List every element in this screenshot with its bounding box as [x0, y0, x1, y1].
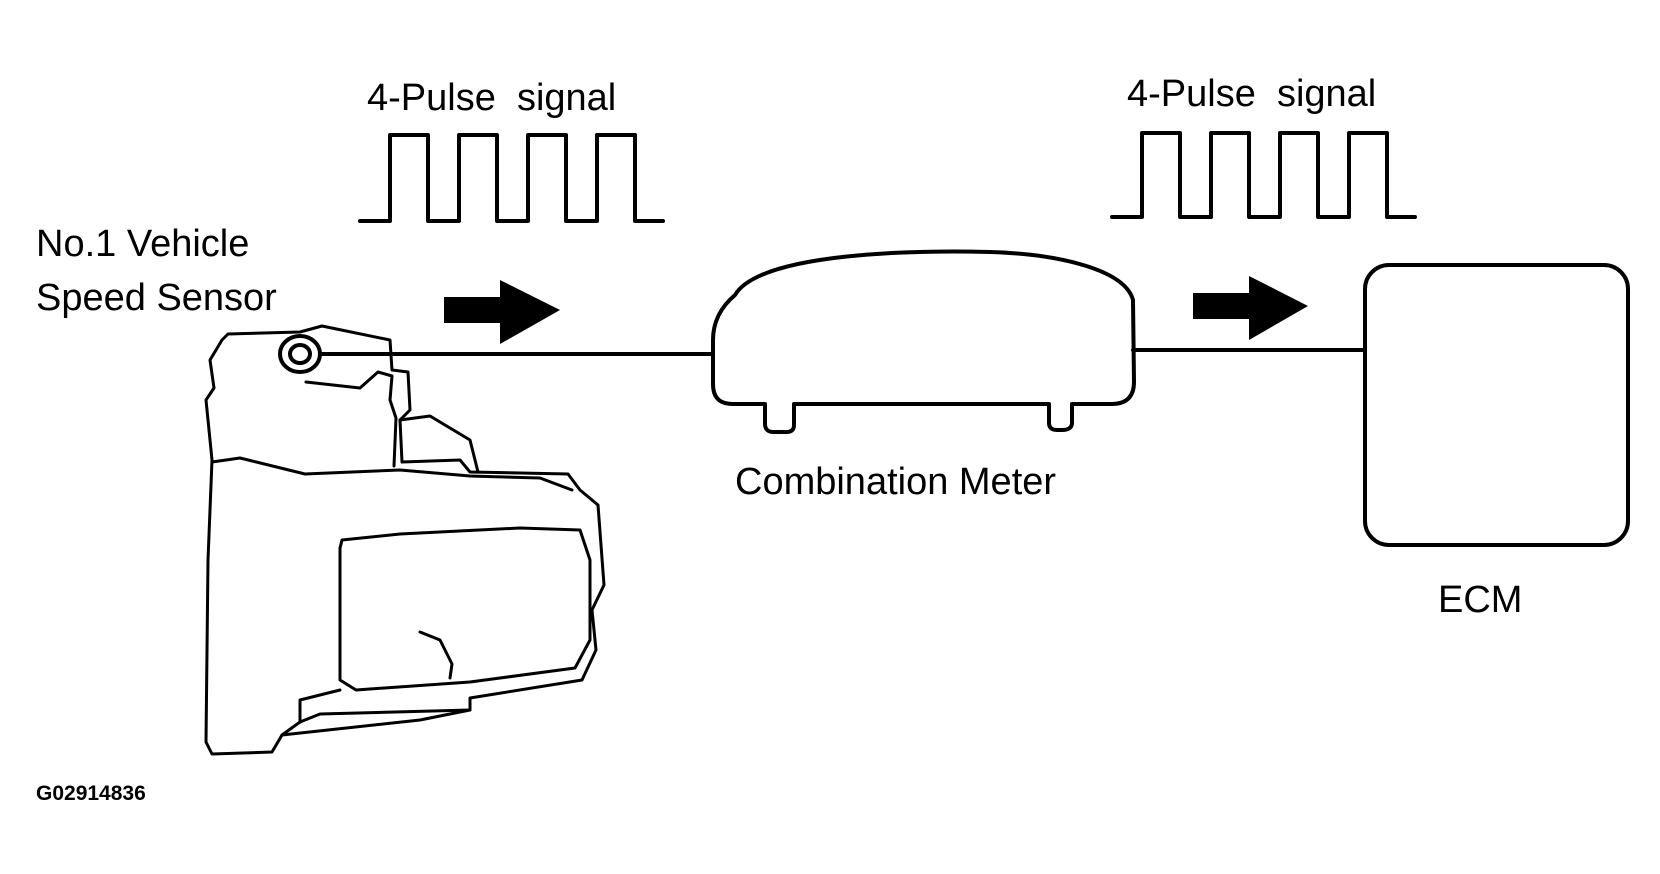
signal-label-right: 4-Pulse signal — [1127, 73, 1376, 115]
pulse-waveform-right — [1110, 131, 1417, 219]
transmission-drawing — [204, 324, 606, 756]
sensor-label-line2: Speed Sensor — [36, 277, 277, 319]
arrow-right-icon-right — [1193, 276, 1308, 340]
meter-label: Combination Meter — [735, 461, 1056, 503]
ecm-box — [1363, 263, 1630, 547]
combination-meter-shape — [711, 249, 1136, 434]
ecm-label: ECM — [1438, 579, 1522, 621]
speed-sensor-icon — [278, 334, 322, 374]
signal-right-trace — [1110, 131, 1417, 219]
arrow-right-icon-left — [444, 280, 560, 344]
pulse-waveform-left — [358, 133, 665, 223]
sensor-label-line1: No.1 Vehicle — [36, 223, 249, 265]
signal-left-trace — [358, 133, 665, 223]
signal-label-left: 4-Pulse signal — [367, 77, 616, 119]
figure-code: G02914836 — [36, 782, 146, 805]
